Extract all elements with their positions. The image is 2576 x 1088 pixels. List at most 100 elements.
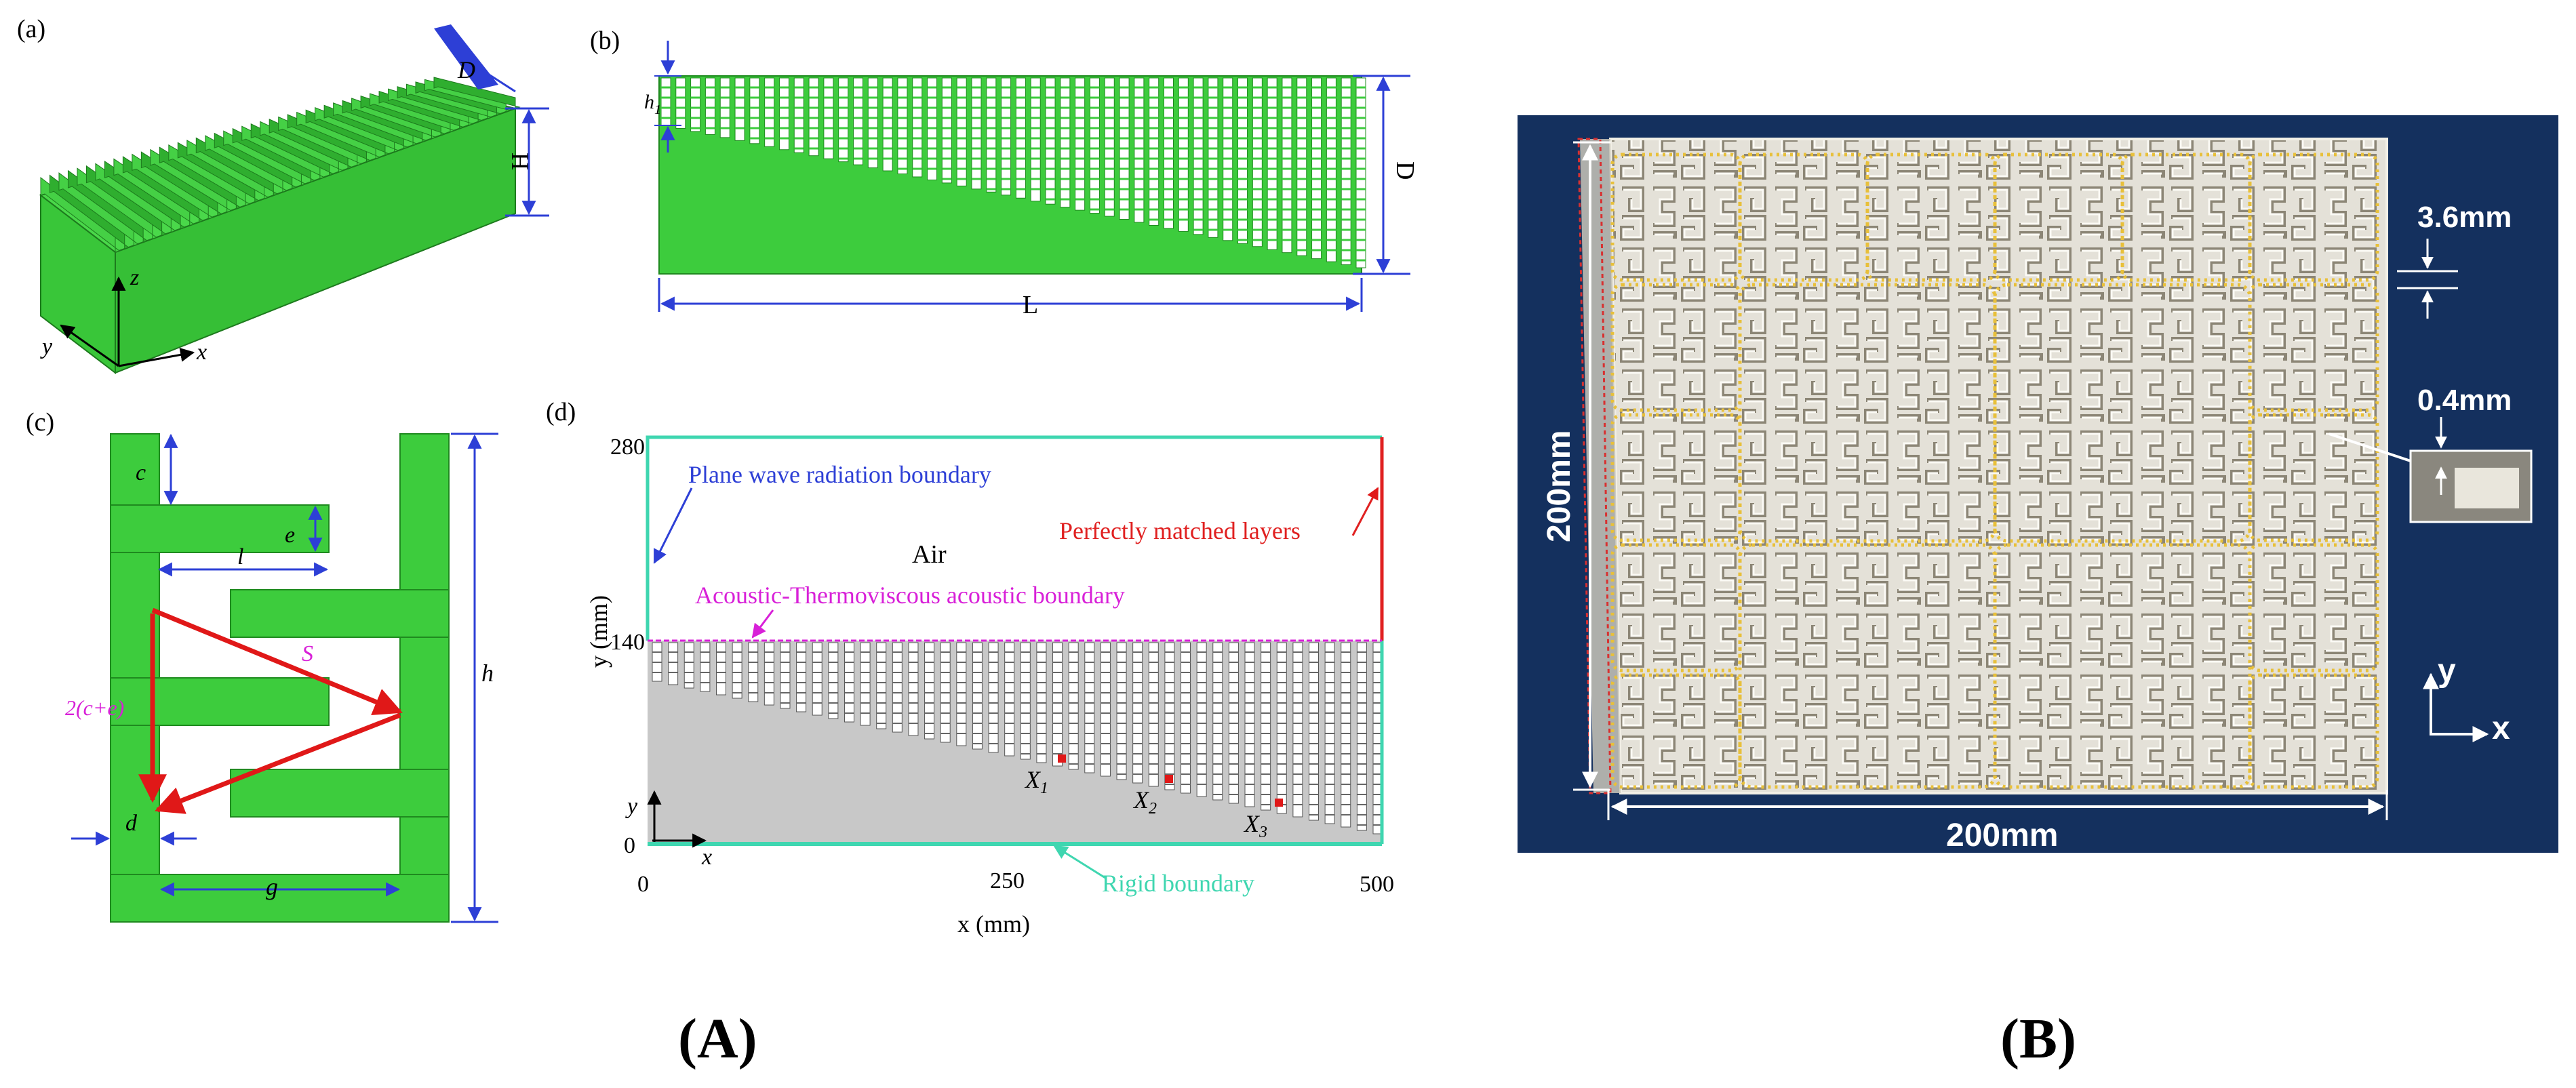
panel-a: (a) z y x D H	[17, 15, 549, 375]
dim-200mm-bottom-label: 200mm	[1946, 818, 2058, 853]
x-tick-0: 0	[637, 872, 649, 897]
sample-photo	[1608, 138, 2388, 794]
slot-column-d	[683, 642, 694, 689]
dim-d-label: d	[125, 811, 138, 836]
dim-e-label: e	[285, 523, 295, 548]
slot-column	[1104, 77, 1115, 217]
slot-column	[1060, 77, 1071, 208]
plane-wave-label: Plane wave radiation boundary	[688, 461, 991, 488]
y-tick-0: 0	[624, 833, 635, 858]
slot-column-d	[924, 642, 935, 740]
slot-column-d	[764, 642, 774, 706]
slot-column-d	[732, 642, 742, 699]
depth-indicator-wedge	[434, 24, 498, 89]
slot-column	[941, 77, 952, 184]
panel-d: (d) Plane wave radiation boundary Perfec…	[546, 398, 1394, 938]
slot-column-d	[1196, 642, 1207, 797]
slot-column	[1193, 77, 1204, 235]
slot-column-d	[1020, 642, 1031, 760]
slot-column-d	[812, 642, 823, 716]
slot-column-d	[780, 642, 791, 709]
slot-column	[734, 77, 745, 141]
slot-column	[1326, 77, 1336, 262]
panel-c-label: (c)	[26, 408, 54, 437]
slot-column-d	[988, 642, 999, 753]
slot-column	[1282, 77, 1292, 254]
slot-column	[778, 77, 789, 150]
dim-h1-label: h1	[644, 91, 661, 117]
slot-column-d	[668, 642, 679, 685]
photo-axis-x-label: x	[2492, 710, 2510, 746]
slot-column	[1252, 77, 1263, 247]
dim-g-label: g	[266, 873, 278, 900]
dim-D-label: D	[457, 56, 475, 83]
slot-column-d	[860, 642, 871, 726]
slot-column	[1045, 77, 1056, 205]
slot-column-d	[1212, 642, 1223, 801]
x-tick-500: 500	[1360, 872, 1394, 897]
dim-l-label: l	[237, 544, 243, 569]
slot-column	[1163, 77, 1174, 229]
dim-D-arrow	[467, 60, 516, 93]
thermo-label: Acoustic-Thermoviscous acoustic boundary	[695, 582, 1125, 609]
x-tick-250: 250	[990, 868, 1025, 893]
probe-point-3	[1275, 799, 1283, 807]
axis-y-small-label: y	[625, 794, 638, 819]
inset-slot	[2455, 468, 2519, 508]
plane-wave-arrow	[653, 487, 693, 564]
dim-L-label: L	[1023, 291, 1038, 319]
dim-S-label: S	[302, 641, 313, 666]
dim-2ce-label: 2(c+e)	[65, 696, 124, 720]
slot-column-d	[1276, 642, 1287, 814]
slot-column	[867, 77, 878, 169]
panel-c: (c) S 2(c+e) c e l h d	[26, 408, 498, 923]
slot-column-d	[876, 642, 887, 729]
pml-arrow	[1351, 487, 1379, 536]
probe-point-1	[1058, 754, 1066, 763]
dim-D-label: D	[1391, 161, 1419, 180]
slot-column-d	[1084, 642, 1095, 773]
slot-column	[1237, 77, 1248, 244]
slot-column-d	[1181, 642, 1191, 794]
slot-column-d	[1052, 642, 1063, 767]
dim-0.4mm-label: 0.4mm	[2417, 384, 2512, 417]
slot-column-d	[1356, 642, 1367, 831]
axis-x-label: x	[196, 340, 207, 365]
dim-3.6mm-label: 3.6mm	[2417, 201, 2512, 234]
slot-column	[808, 77, 819, 157]
slot-column	[1267, 77, 1277, 250]
slot-column-d	[1148, 642, 1159, 787]
slot-array-d	[652, 642, 1383, 834]
slot-column-d	[892, 642, 903, 733]
slot-column	[1075, 77, 1086, 211]
rigid-label: Rigid boundary	[1102, 870, 1254, 897]
y-axis-label: y (mm)	[585, 595, 612, 668]
dim-h-label: h	[481, 660, 494, 687]
yellow-dotted-grid	[1610, 153, 2379, 789]
slot-column	[1134, 77, 1145, 223]
slot-column-d	[1341, 642, 1351, 828]
air-label: Air	[912, 540, 947, 569]
slot-column-d	[972, 642, 983, 750]
probe-label-2: X2	[1132, 786, 1157, 818]
axis-z-label: z	[130, 265, 139, 290]
slot-column-d	[1100, 642, 1111, 777]
slot-column	[853, 77, 864, 165]
panel-a-label: (a)	[17, 15, 45, 43]
path-S-segment-1	[151, 607, 403, 716]
box-fins	[40, 77, 521, 253]
thermo-arrow	[751, 609, 774, 639]
outer-boundary	[646, 435, 1382, 641]
slot-column	[1178, 77, 1189, 232]
path-S-segment-2	[155, 712, 401, 814]
slot-column-d	[1309, 642, 1320, 821]
dim-c-label: c	[136, 460, 146, 485]
slot-column	[793, 77, 804, 153]
slot-column	[986, 77, 997, 193]
axis-x-line	[118, 348, 195, 367]
probe-label-1: X1	[1024, 766, 1048, 797]
y-tick-280: 280	[610, 435, 645, 460]
slot-column-d	[1004, 642, 1015, 757]
slot-column-d	[1244, 642, 1255, 807]
rigid-arrow	[1053, 845, 1106, 879]
